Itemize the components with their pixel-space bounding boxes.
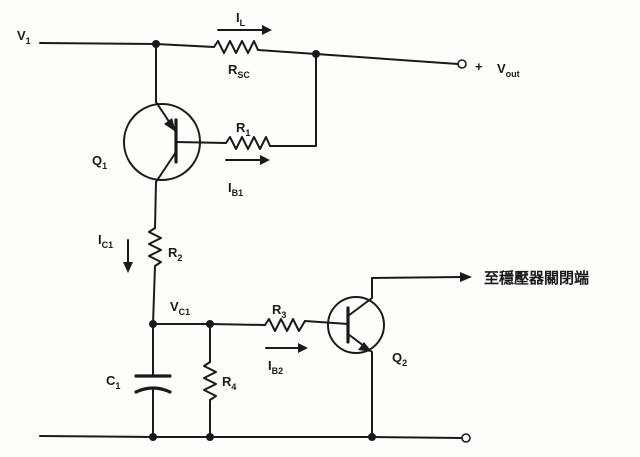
label-c1: C1 [106, 373, 120, 391]
q2-output-arrowhead [460, 272, 472, 282]
label-r2: R2 [168, 245, 182, 263]
label-vout: Vout [497, 61, 520, 79]
r3-resistor [264, 318, 306, 332]
r1-return-wire [269, 53, 317, 147]
r4-resistor [203, 361, 217, 401]
il-arrowhead [262, 25, 272, 35]
q2-transistor [327, 296, 385, 354]
q2-collector-leg [347, 277, 373, 317]
output-rail [257, 49, 459, 65]
node-gnd-c1 [149, 433, 157, 441]
label-il: IL [236, 10, 246, 28]
r2-lower-wire [152, 265, 156, 325]
label-vc1: VC1 [170, 299, 190, 317]
ic1-arrowhead [123, 262, 133, 273]
ground-rail [39, 435, 463, 439]
label-r3: R3 [272, 302, 286, 320]
ib1-arrowhead [260, 155, 270, 165]
q2-emitter-arrow [358, 342, 372, 352]
r3-to-q2-base [304, 320, 349, 325]
q1-collector-wire [154, 181, 157, 229]
ib2-arrowhead [298, 343, 308, 353]
node-gnd-q2 [368, 433, 376, 441]
q1-collector-leg [155, 151, 177, 183]
label-ib1: IB1 [228, 180, 243, 198]
label-plus: + [475, 59, 483, 74]
label-r1: R1 [236, 120, 250, 138]
label-q2: Q2 [392, 350, 407, 368]
q1-base-wire [175, 141, 227, 144]
q1-emitter-arrow [164, 118, 176, 132]
label-rsc: RSC [228, 62, 250, 80]
ground-terminal [461, 433, 471, 443]
label-ib2: IB2 [268, 358, 283, 376]
rsc-resistor [213, 40, 259, 54]
vout-terminal [457, 59, 467, 69]
r2-resistor [148, 227, 162, 267]
q2-output-wire [371, 276, 463, 279]
label-ic1: IC1 [98, 232, 113, 250]
node-gnd-r4 [206, 433, 214, 441]
label-r4: R4 [222, 374, 236, 392]
label-q1: Q1 [92, 153, 107, 171]
label-v1: V1 [17, 28, 31, 46]
r1-resistor [225, 136, 271, 150]
input-rail-left [39, 42, 215, 48]
label-to-regulator-shutdown: 至穩壓器關閉端 [484, 269, 589, 287]
